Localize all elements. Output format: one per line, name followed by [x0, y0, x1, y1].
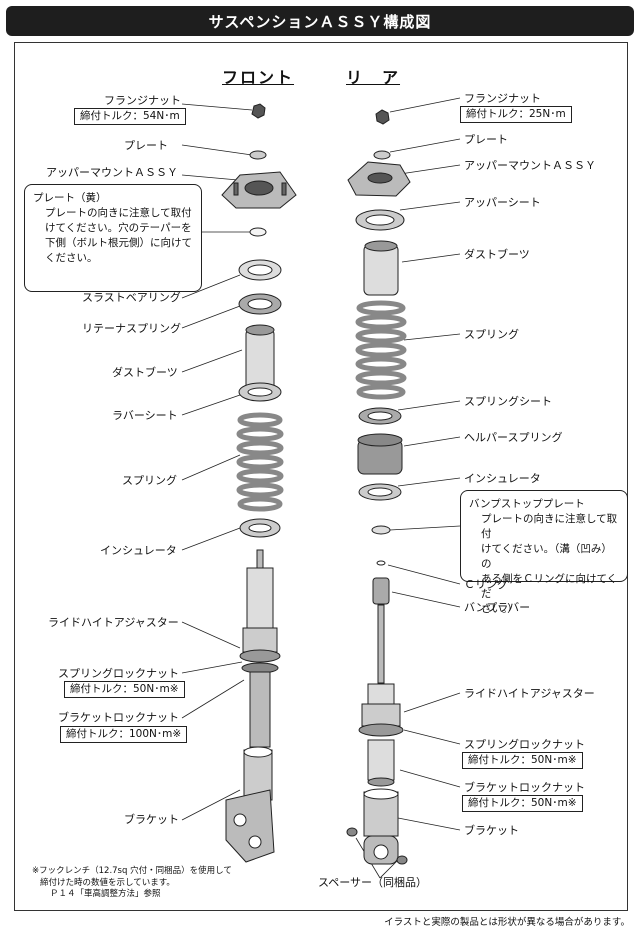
plate-note-box: プレート（黄） プレートの向きに注意して取付 けてください。穴のテーパーを 下側… [24, 184, 202, 292]
bump-note-title: バンプストッププレート [469, 498, 585, 510]
rear-spacer-right [396, 855, 408, 865]
rear-flange-torque: 締付トルク：25N･m [460, 106, 572, 123]
front-piston-rod [256, 549, 264, 571]
front-dust-boot [245, 329, 275, 391]
front-bracket-label: ブラケット [124, 813, 179, 826]
rear-piston-rod [377, 604, 385, 684]
rear-plate [373, 150, 391, 160]
rear-spacer-left [346, 827, 358, 837]
front-header: フロント [222, 68, 295, 87]
rear-damper-body [367, 739, 395, 781]
front-assembly [221, 103, 297, 863]
front-damper-body [246, 567, 274, 629]
front-spring-locknut-label: スプリングロックナット [58, 667, 179, 680]
rear-spring-locknut-torque: 締付トルク：50N･m※ [462, 752, 583, 769]
rear-dust-boot-label: ダストブーツ [464, 248, 530, 261]
rear-ride-height-label: ライドハイトアジャスター [464, 687, 595, 700]
diagram-frame [14, 42, 628, 911]
front-spring-locknut-torque: 締付トルク：50N･m※ [64, 681, 185, 698]
rear-helper-spring-label: ヘルパースプリング [464, 431, 563, 444]
rear-spring-locknut-label: スプリングロックナット [464, 738, 585, 751]
front-flange-torque: 締付トルク：54N･m [74, 108, 186, 125]
rear-flange-nut [375, 109, 390, 125]
front-spring-locknut [239, 649, 281, 663]
rear-bracket-locknut [367, 777, 395, 787]
front-ride-height-adjuster [242, 627, 278, 653]
front-dust-boot-label: ダストブーツ [112, 366, 178, 379]
rear-ride-height-adjuster [361, 703, 401, 727]
front-damper-lower [249, 671, 271, 748]
rear-header: リ ア [346, 68, 401, 87]
front-upper-mount-label: アッパーマウントＡＳＳＹ [46, 166, 178, 179]
rear-insulator-label: インシュレータ [464, 472, 541, 485]
rear-dust-boot [363, 244, 399, 296]
bump-note-line-4: さい。） [481, 603, 518, 615]
front-rubber-seat-label: ラバーシート [112, 409, 178, 422]
plate-note-line-2: けてください。穴のテーパーを [45, 222, 192, 234]
rear-upper-seat-label: アッパーシート [464, 196, 541, 209]
bump-note-line-2: けてください。（溝（凹み）の [481, 543, 612, 570]
front-plate [249, 150, 267, 160]
rear-c-ring-label: Ｃリング [464, 578, 508, 591]
front-retainer-spring-label: リテーナスプリング [82, 322, 181, 335]
rear-plate-label: プレート [464, 133, 508, 146]
rear-bump-stop-plate [371, 525, 391, 535]
front-flange-nut-label: フランジナット [104, 94, 181, 107]
rear-bump-rubber [372, 577, 390, 605]
footnote-line-2: 締付けた時の数値を示しています。 [40, 877, 175, 888]
rear-upper-mount-label: アッパーマウントＡＳＳＹ [464, 159, 596, 172]
plate-note-line-1: プレートの向きに注意して取付 [45, 207, 192, 219]
front-bracket-locknut-label: ブラケットロックナット [58, 711, 179, 724]
front-yellow-plate [249, 227, 267, 237]
front-flange-nut [251, 103, 266, 119]
rear-c-ring [376, 560, 386, 566]
footnote-line-3: Ｐ１４「車高調整方法」参照 [50, 889, 161, 899]
front-spring [236, 412, 284, 512]
disclaimer: イラストと実際の製品とは形状が異なる場合があります。 [384, 917, 630, 928]
rear-spacer-label: スペーサー（同梱品） [318, 876, 428, 889]
leader-lines [181, 97, 461, 879]
plate-note-line-4: ください。 [45, 252, 98, 264]
front-bracket-locknut-torque: 締付トルク：100N･m※ [60, 726, 188, 743]
rear-assembly [346, 109, 411, 865]
page-title: サスペンションＡＳＳＹ構成図 [6, 6, 634, 36]
plate-note-title: プレート（黄） [33, 192, 107, 204]
rear-flange-nut-label: フランジナット [464, 92, 541, 105]
rear-bump-rubber-label: バンプラバー [464, 601, 531, 614]
front-insulator-label: インシュレータ [100, 544, 177, 557]
rear-bracket-locknut-torque: 締付トルク：50N･m※ [462, 795, 583, 812]
front-thrust-bearing-label: スラストベアリング [82, 291, 181, 304]
front-ride-height-label: ライドハイトアジャスター [48, 616, 179, 629]
rear-spring-locknut [358, 723, 404, 737]
rear-bracket-label: ブラケット [464, 824, 519, 837]
rear-spring-seat-label: スプリングシート [464, 395, 552, 408]
bump-note-line-1: プレートの向きに注意して取付 [481, 513, 618, 540]
rear-bracket-locknut-label: ブラケットロックナット [464, 781, 585, 794]
front-spring-label: スプリング [122, 474, 177, 487]
bump-note-line-3: ある側をＣリングに向けてくだ [481, 573, 618, 600]
rear-damper-top [367, 683, 395, 705]
footnote-line-1: ※フックレンチ（12.7sq 穴付・同梱品）を使用して [32, 866, 232, 876]
rear-spring-label: スプリング [464, 328, 519, 341]
footnote: ※フックレンチ（12.7sq 穴付・同梱品）を使用して 締付けた時の数値を示して… [32, 866, 232, 901]
bump-note-box: バンプストッププレート プレートの向きに注意して取付 けてください。（溝（凹み）… [460, 490, 628, 615]
plate-note-line-3: 下側（ボルト根元側）に向けて [45, 237, 192, 249]
rear-spring [355, 300, 407, 400]
front-plate-label: プレート [124, 139, 168, 152]
